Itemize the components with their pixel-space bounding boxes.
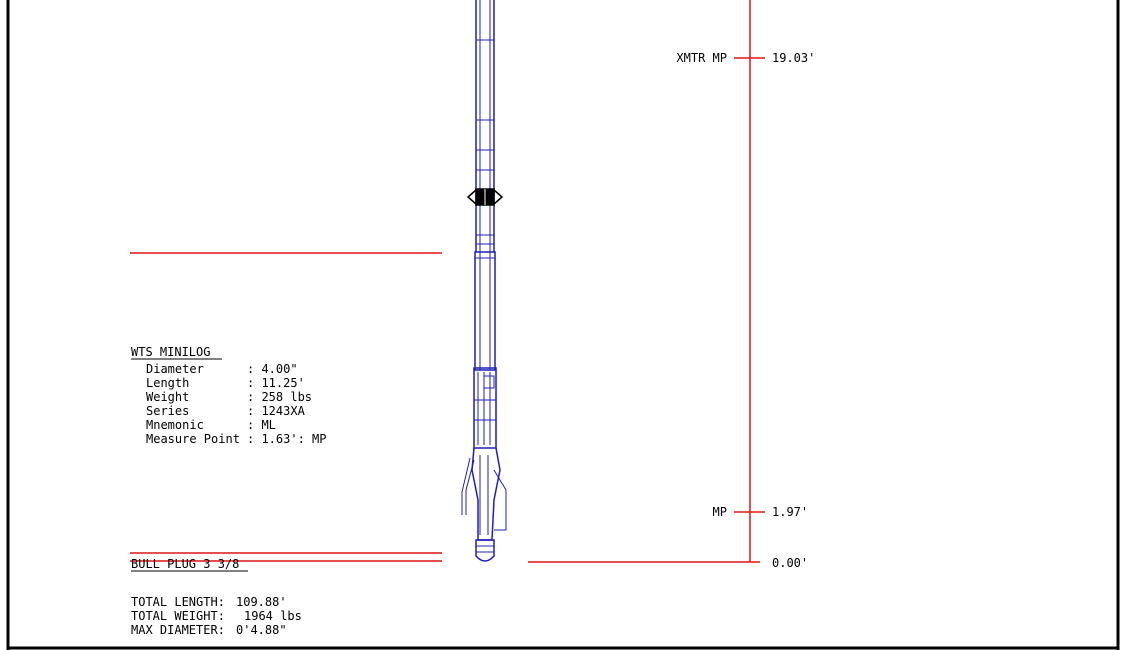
spec-key-measure-point: Measure Point — [146, 432, 240, 446]
centralizer-icon — [466, 188, 504, 206]
total-length-value: 109.88' — [236, 595, 287, 609]
xmtr-mp-label: XMTR MP — [676, 51, 727, 65]
spec-value-diameter: : 4.00" — [247, 362, 298, 376]
spec-key-mnemonic: Mnemonic — [146, 418, 204, 432]
spec-value-mnemonic: : ML — [247, 418, 276, 432]
total-weight-label: TOTAL WEIGHT: — [131, 609, 225, 623]
spec-value-measure-point: : 1.63': MP — [247, 432, 326, 446]
spec-key-series: Series — [146, 404, 189, 418]
total-length-label: TOTAL LENGTH: — [131, 595, 225, 609]
spec-value-length: : 11.25' — [247, 376, 305, 390]
total-weight-value: 1964 lbs — [244, 609, 302, 623]
mp-label: MP — [713, 505, 727, 519]
tool-string — [461, 0, 507, 562]
spec-key-length: Length — [146, 376, 189, 390]
spec-key-diameter: Diameter — [146, 362, 204, 376]
xmtr-mp-value: 19.03' — [772, 51, 815, 65]
bull-plug-label: BULL PLUG 3 3/8 — [131, 557, 239, 571]
max-diameter-label: MAX DIAMETER: — [131, 623, 225, 637]
spec-value-series: : 1243XA — [247, 404, 306, 418]
spec-key-weight: Weight — [146, 390, 189, 404]
spec-value-weight: : 258 lbs — [247, 390, 312, 404]
max-diameter-value: 0'4.88" — [236, 623, 287, 637]
zero-depth-value: 0.00' — [772, 556, 808, 570]
tool-spec-title: WTS MINILOG — [131, 345, 210, 359]
mp-value: 1.97' — [772, 505, 808, 519]
